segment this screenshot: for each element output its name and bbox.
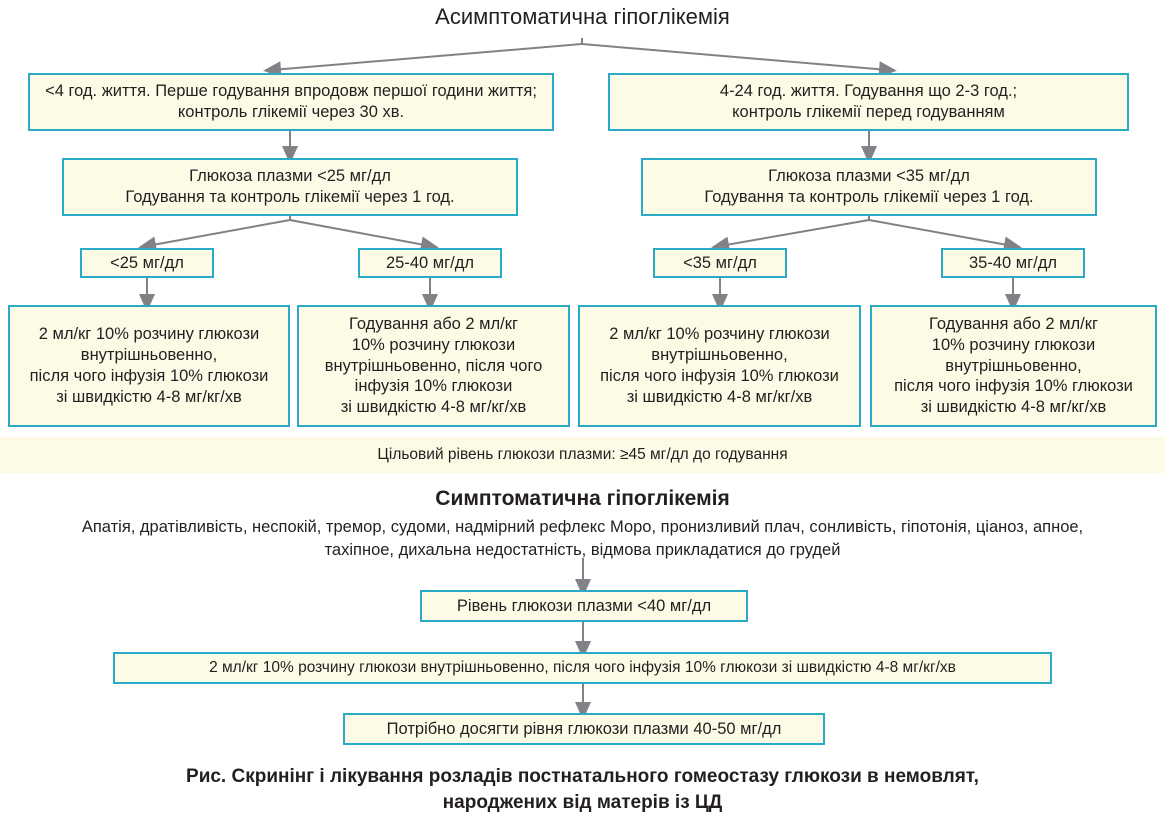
option-box-left-low: <25 мг/дл [80,248,214,278]
treatment-box-left-low: 2 мл/кг 10% розчину глюкози внутрішньове… [8,305,290,427]
option-box-right-low: <35 мг/дл [653,248,787,278]
treatment-box-right-mid: Годування або 2 мл/кг 10% розчину глюкоз… [870,305,1157,427]
symptomatic-level-box: Рівень глюкози плазми <40 мг/дл [420,590,748,622]
option-box-right-mid: 35-40 мг/дл [941,248,1085,278]
treatment-box-right-low: 2 мл/кг 10% розчину глюкози внутрішньове… [578,305,861,427]
symptomatic-goal-box: Потрібно досягти рівня глюкози плазми 40… [343,713,825,745]
target-level-band: Цільовий рівень глюкози плазми: ≥45 мг/д… [0,437,1165,473]
asymptomatic-title: Асимптоматична гіпоглікемія [435,4,730,29]
symptomatic-title: Симптоматична гіпоглікемія [435,487,730,510]
option-box-left-mid: 25-40 мг/дл [358,248,502,278]
symptomatic-signs: Апатія, дратівливість, неспокій, тремор,… [81,518,1084,560]
treatment-box-left-mid: Годування або 2 мл/кг 10% розчину глюкоз… [297,305,570,427]
entry-box-right: 4-24 год. життя. Годування що 2-3 год.; … [608,73,1129,131]
measure-box-right: Глюкоза плазми <35 мг/дл Годування та ко… [641,158,1097,216]
symptomatic-treatment-box: 2 мл/кг 10% розчину глюкози внутрішньове… [113,652,1052,684]
figure-caption: Рис. Скринінг і лікування розладів постн… [186,766,979,813]
entry-box-left: <4 год. життя. Перше годування впродовж … [28,73,554,131]
measure-box-left: Глюкоза плазми <25 мг/дл Годування та ко… [62,158,518,216]
